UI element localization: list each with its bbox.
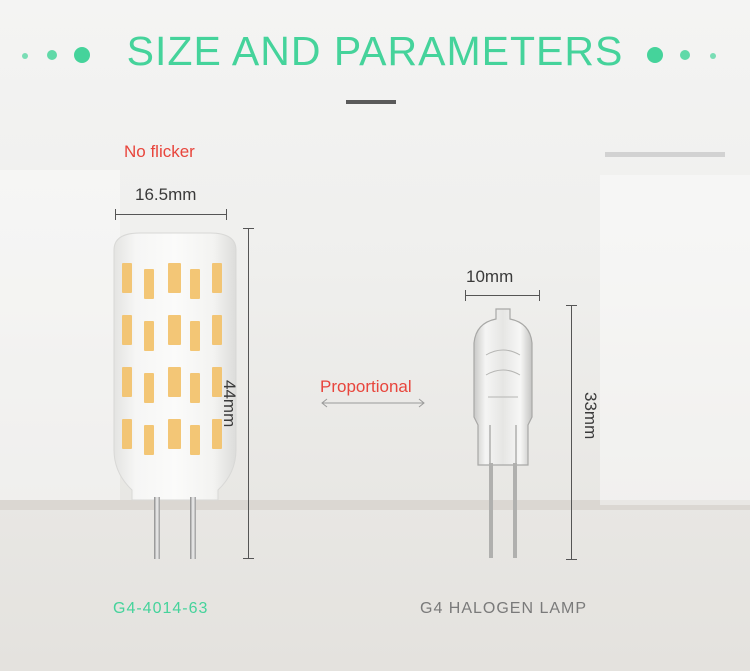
led-chip [190, 425, 200, 455]
halogen-bulb-icon [473, 308, 533, 558]
title-underline [346, 100, 396, 104]
halogen-width-tick-left [465, 290, 466, 301]
led-height-tick-top [243, 228, 254, 229]
proportional-label: Proportional [320, 377, 412, 396]
led-chip [122, 315, 132, 345]
led-chip [122, 419, 132, 449]
led-bulb-icon [113, 232, 237, 559]
led-chip [168, 419, 181, 449]
title-dot [647, 47, 663, 63]
led-chip [144, 321, 154, 351]
no-flicker-note: No flicker [124, 142, 195, 161]
led-width-dimension-line [115, 214, 227, 215]
background-panel-left [0, 170, 120, 500]
led-height-tick-bottom [243, 558, 254, 559]
led-chip [212, 367, 222, 397]
led-chip [212, 419, 222, 449]
led-chip [212, 263, 222, 293]
halogen-height-label: 33mm [581, 392, 600, 440]
led-chip [168, 315, 181, 345]
led-height-dimension-line [248, 228, 249, 559]
halogen-caption: G4 HALOGEN LAMP [420, 600, 588, 617]
led-width-tick-right [226, 209, 227, 220]
led-chip [190, 269, 200, 299]
led-chip [168, 367, 181, 397]
background-window [600, 175, 750, 505]
led-chip [144, 269, 154, 299]
led-chip [122, 263, 132, 293]
led-width-label: 16.5mm [135, 185, 197, 204]
halogen-width-label: 10mm [466, 267, 514, 286]
halogen-width-tick-right [539, 290, 540, 301]
title-dot [680, 50, 690, 60]
title-dot [22, 53, 28, 59]
halogen-height-dimension-line [571, 305, 572, 560]
title-dot [710, 53, 716, 59]
led-chip [190, 373, 200, 403]
halogen-width-dimension-line [465, 295, 540, 296]
led-height-label: 44mm [220, 380, 239, 428]
led-chip [144, 373, 154, 403]
led-chip [144, 425, 154, 455]
halogen-height-tick-top [566, 305, 577, 306]
led-chip [122, 367, 132, 397]
double-arrow-icon [321, 398, 425, 408]
title-dot [74, 47, 90, 63]
halogen-height-tick-bottom [566, 559, 577, 560]
led-width-tick-left [115, 209, 116, 220]
led-chip [168, 263, 181, 293]
page-title: SIZE AND PARAMETERS [126, 28, 624, 74]
led-chip [190, 321, 200, 351]
led-chip [212, 315, 222, 345]
led-model-caption: G4-4014-63 [113, 600, 209, 617]
background-rail [605, 152, 725, 157]
title-dot [47, 50, 57, 60]
background-shelf [0, 500, 750, 510]
